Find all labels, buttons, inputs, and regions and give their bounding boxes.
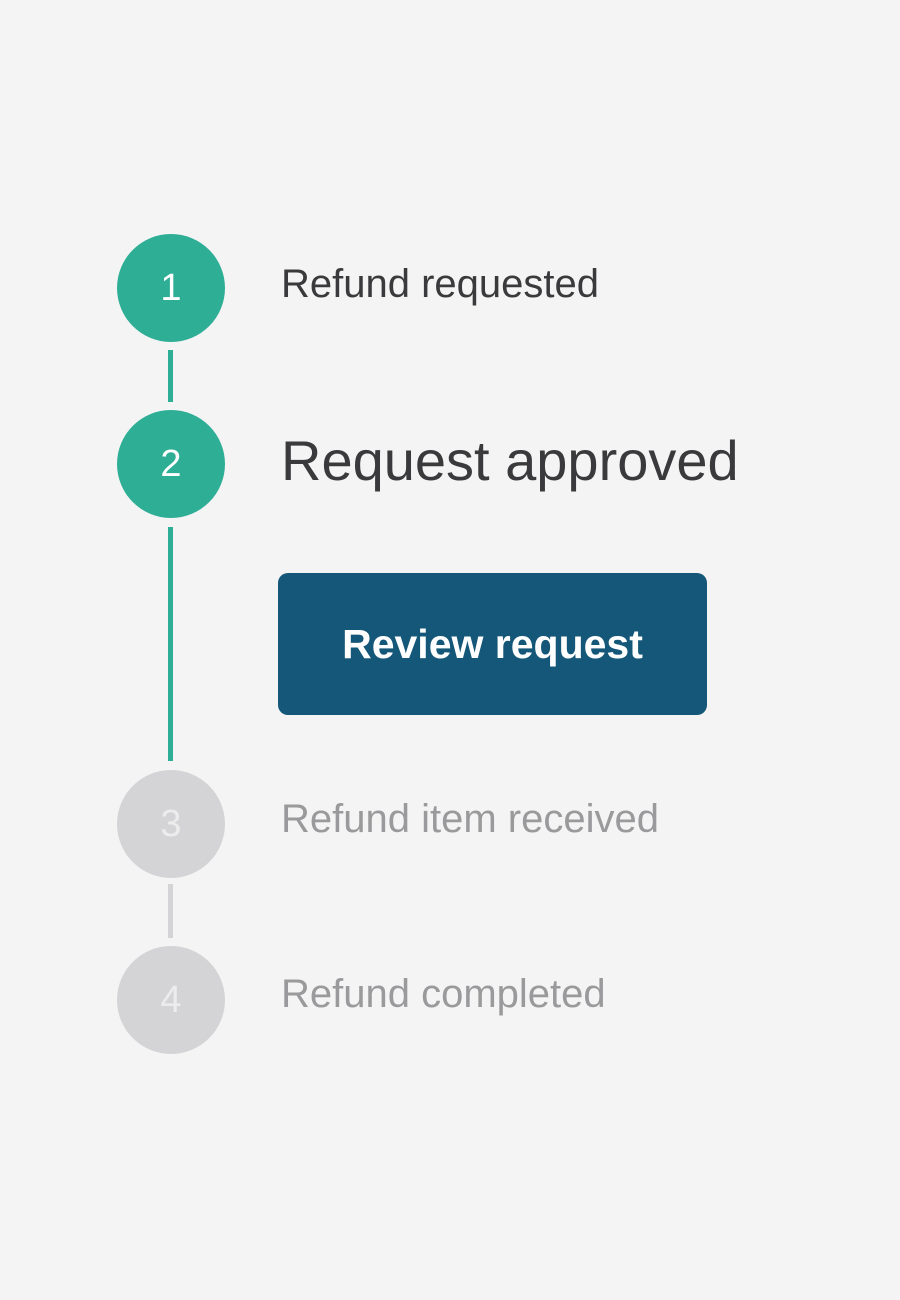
connector-3-4 [168,884,173,938]
step-4-indicator: 4 [117,946,225,1054]
step-1-indicator: 1 [117,234,225,342]
step-1-label: Refund requested [281,262,600,306]
connector-2-3 [168,527,173,761]
review-request-button[interactable]: Review request [278,573,707,715]
step-3-indicator: 3 [117,770,225,878]
step-2-label: Request approved [281,429,739,492]
step-2-indicator: 2 [117,410,225,518]
step-3-label: Refund item received [281,797,659,841]
connector-1-2 [168,350,173,402]
step-4-label: Refund completed [281,972,606,1016]
